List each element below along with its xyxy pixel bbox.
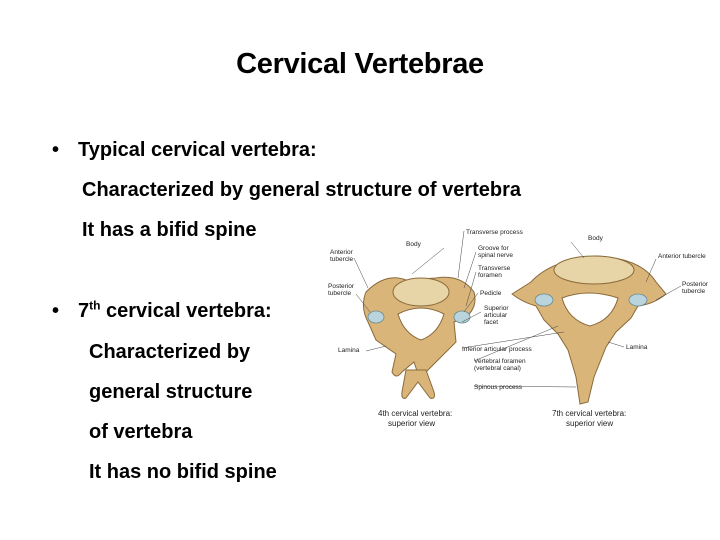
bullet-heading-typical: Typical cervical vertebra: bbox=[78, 139, 317, 161]
label-posterior-tubercle-right-2: tubercle bbox=[682, 288, 706, 295]
bullet-text: Characterized by general structure of ve… bbox=[82, 179, 522, 201]
label-lamina-left: Lamina bbox=[338, 347, 360, 354]
label-superior-facet-3: facet bbox=[484, 319, 498, 326]
ordinal-suffix: th bbox=[89, 298, 101, 313]
bullet-text: It has a bifid spine bbox=[82, 219, 257, 241]
label-transverse-foramen-2: foramen bbox=[478, 272, 502, 279]
label-body-left: Body bbox=[406, 241, 422, 248]
label-anterior-tubercle-left-1: Anterior bbox=[330, 249, 354, 256]
vertebrae-illustration: Transverse process Body Groove for spina… bbox=[326, 222, 716, 444]
caption-left-2: superior view bbox=[388, 419, 435, 428]
caption-left-1: 4th cervical vertebra: bbox=[378, 409, 452, 418]
label-posterior-tubercle-left-2: tubercle bbox=[328, 290, 352, 297]
label-lamina-right: Lamina bbox=[626, 344, 648, 351]
caption-right-2: superior view bbox=[566, 419, 613, 428]
label-superior-facet-2: articular bbox=[484, 312, 508, 319]
leader-lines bbox=[353, 230, 682, 388]
label-pedicle: Pedicle bbox=[480, 290, 502, 297]
label-transverse-foramen-1: Transverse bbox=[478, 265, 511, 272]
cervical-vertebra-7 bbox=[511, 255, 667, 405]
label-body-right: Body bbox=[588, 235, 604, 242]
label-vertebral-foramen-2: (vertebral canal) bbox=[474, 365, 521, 372]
label-anterior-tubercle-left-2: tubercle bbox=[330, 256, 354, 263]
bullet-text: general structure bbox=[89, 381, 253, 403]
label-posterior-tubercle-left-1: Posterior bbox=[328, 283, 355, 290]
bullet-dot: • bbox=[52, 300, 60, 322]
bullet-text: It has no bifid spine bbox=[89, 461, 277, 483]
caption-right-1: 7th cervical vertebra: bbox=[552, 409, 626, 418]
label-groove-2: spinal nerve bbox=[478, 252, 513, 259]
vertebrae-svg: Transverse process Body Groove for spina… bbox=[326, 222, 716, 444]
bullet-text: of vertebra bbox=[89, 421, 193, 443]
bullet-text: Characterized by bbox=[89, 341, 251, 363]
label-anterior-tubercle-right: Anterior tubercle bbox=[658, 253, 706, 260]
bullet-dot: • bbox=[52, 139, 60, 161]
label-spinous-process: Spinous process bbox=[474, 384, 523, 391]
ordinal-number: 7 bbox=[78, 300, 90, 322]
heading-rest: cervical vertebra: bbox=[100, 300, 272, 322]
label-transverse-process: Transverse process bbox=[466, 229, 524, 236]
label-inferior-articular: Inferior articular process bbox=[462, 346, 532, 353]
label-groove-1: Groove for bbox=[478, 245, 510, 252]
slide-title: Cervical Vertebrae bbox=[236, 48, 484, 80]
label-superior-facet-1: Superior bbox=[484, 305, 509, 312]
cervical-vertebra-4 bbox=[362, 276, 476, 399]
label-posterior-tubercle-right-1: Posterior bbox=[682, 281, 709, 288]
label-vertebral-foramen-1: Vertebral foramen bbox=[474, 358, 526, 365]
bullet-heading-seventh: 7th cervical vertebra: bbox=[78, 298, 272, 323]
